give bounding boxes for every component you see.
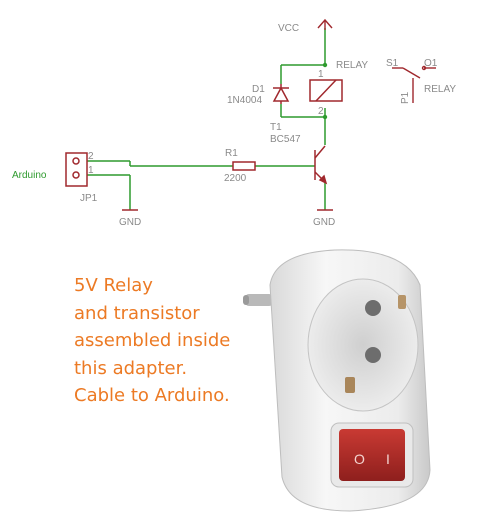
jp1-pin1-label: 1 — [88, 165, 94, 176]
s1-label: S1 — [386, 58, 399, 69]
arduino-label: Arduino — [12, 170, 47, 181]
caption-line: Cable to Arduino. — [74, 385, 230, 406]
t1-part-label: BC547 — [270, 134, 301, 145]
switch-off-label: O — [354, 451, 365, 467]
r1-value-label: 2200 — [224, 173, 247, 184]
plug-pin — [243, 294, 273, 306]
gnd-right-label: GND — [313, 217, 335, 228]
p1-label: P1 — [400, 91, 411, 104]
socket-face — [307, 278, 419, 412]
socket-hole — [365, 347, 381, 363]
socket-hole — [365, 300, 381, 316]
plug-adapter-illustration: O I — [243, 249, 431, 512]
caption-line: this adapter. — [74, 357, 188, 379]
caption-line: assembled inside — [74, 330, 231, 351]
diode-d1 — [272, 84, 290, 104]
relay-label: RELAY — [336, 60, 368, 71]
d1-part-label: 1N4004 — [227, 95, 262, 106]
caption-line: and transistor — [74, 302, 200, 324]
relay-coil — [309, 79, 343, 102]
jp1-connector — [65, 152, 88, 187]
d1-label: D1 — [252, 84, 265, 95]
vcc-label: VCC — [278, 23, 299, 34]
gnd-left-label: GND — [119, 217, 141, 228]
rocker-switch — [339, 429, 405, 481]
wires — [87, 28, 326, 210]
resistor-r1 — [232, 161, 256, 171]
switch-on-label: I — [386, 451, 390, 467]
r1-label: R1 — [225, 148, 238, 159]
earth-clip — [345, 377, 355, 393]
junction-dot — [322, 114, 328, 120]
relay-switch-contact — [392, 65, 436, 103]
junction-dot — [322, 62, 328, 68]
caption-text: 5V Relay and transistor assembled inside… — [74, 272, 284, 410]
relay-circuit-schematic: VCC RELAY 1 2 D1 1N4004 T1 BC547 R1 2200… — [12, 18, 456, 228]
t1-label: T1 — [270, 122, 282, 133]
transistor-t1 — [314, 145, 328, 185]
vcc-arrow-icon — [317, 18, 333, 30]
jp1-pin2-label: 2 — [88, 151, 94, 162]
jp1-label: JP1 — [80, 193, 98, 204]
o1-label: O1 — [424, 58, 438, 69]
earth-clip — [398, 295, 406, 309]
relay-pin2-label: 2 — [318, 106, 324, 117]
caption-line: 5V Relay — [74, 275, 153, 296]
relay-contact-label: RELAY — [424, 84, 456, 95]
relay-pin1-label: 1 — [318, 69, 324, 80]
